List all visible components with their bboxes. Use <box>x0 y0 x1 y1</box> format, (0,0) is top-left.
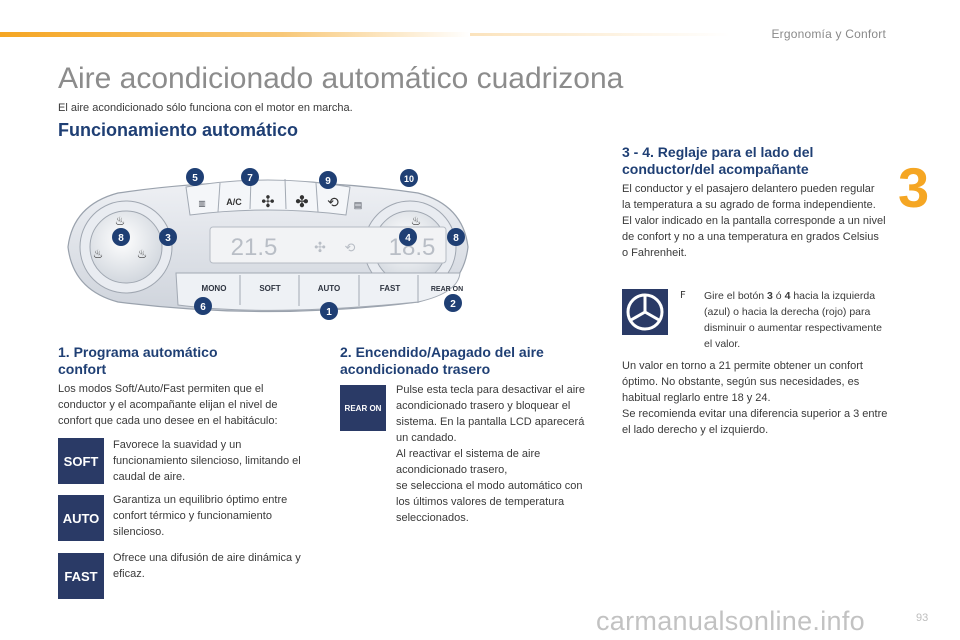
svg-text:♨: ♨ <box>137 247 148 261</box>
callout-5: 5 <box>186 168 204 186</box>
ac-button-label: A/C <box>226 197 242 207</box>
recirculation-icon: ⟲ <box>327 194 339 210</box>
svg-text:9: 9 <box>325 176 331 187</box>
svg-text:⟲: ⟲ <box>345 240 356 255</box>
climate-control-panel: ▥ A/C ✣ ✤ ⟲ ▤ ♨ ♨ ♨ ♨ ♨ ♨ 21.5 ✣ ⟲ 18.5 … <box>67 168 469 320</box>
svg-text:8: 8 <box>453 233 459 244</box>
auto-button-label: AUTO <box>318 284 341 293</box>
fast-key-icon: FAST <box>58 553 104 599</box>
temperature-knob-icon <box>622 289 668 335</box>
svg-text:✣: ✣ <box>314 239 326 255</box>
auto-key-icon: AUTO <box>58 495 104 541</box>
fast-description: Ofrece una difusión de aire dinámica y e… <box>113 552 301 580</box>
auto-description: Garantiza un equilibrio óptimo entre con… <box>113 494 288 538</box>
callout-7: 7 <box>241 168 259 186</box>
svg-text:10: 10 <box>404 174 414 184</box>
rear-defrost-icon: ▤ <box>354 200 363 210</box>
section-2-heading: 2. Encendido/Apagado del aire acondicion… <box>340 344 544 377</box>
bullet-text-b: hacia la izquierda (azul) o hacia la der… <box>704 290 882 350</box>
bullet-icon: F <box>680 290 686 301</box>
bottom-button-row: MONO SOFT AUTO FAST REAR ON <box>175 272 463 311</box>
mono-button-label: MONO <box>202 284 227 293</box>
svg-text:▥: ▥ <box>198 199 206 208</box>
bullet-text-mid: ó <box>772 290 785 302</box>
callout-8-left: 8 <box>112 228 130 246</box>
callout-8-right: 8 <box>447 228 465 246</box>
callout-3: 3 <box>159 228 177 246</box>
soft-button-label: SOFT <box>259 284 280 293</box>
callout-6: 6 <box>194 297 212 315</box>
svg-text:1: 1 <box>326 307 332 318</box>
page-title: Aire acondicionado automático cuadrizona <box>58 62 624 95</box>
lcd-display: 21.5 ✣ ⟲ 18.5 <box>209 226 447 264</box>
bullet-num-4: 4 <box>784 290 791 302</box>
svg-text:♨: ♨ <box>411 214 422 228</box>
svg-text:6: 6 <box>200 302 206 313</box>
watermark: carmanualsonline.info <box>596 606 865 636</box>
top-button-row: ▥ A/C ✣ ✤ ⟲ ▤ <box>185 178 363 216</box>
section-3-4-bullet: Gire el botón 3 ó 4 hacia la izquierda (… <box>704 288 889 352</box>
svg-text:2: 2 <box>450 299 456 310</box>
section-title: Funcionamiento automático <box>58 120 299 140</box>
fan-high-icon: ✤ <box>295 194 308 211</box>
svg-text:7: 7 <box>247 173 253 184</box>
page-number: 93 <box>916 612 929 624</box>
fan-low-icon: ✣ <box>261 194 274 211</box>
rear-on-button-label: REAR ON <box>431 286 463 293</box>
chapter-number: 3 <box>898 156 930 219</box>
section-3-4-heading: 3 - 4. Reglaje para el lado del conducto… <box>622 144 814 177</box>
display-left-value: 21.5 <box>231 234 278 261</box>
left-temperature-knob: ♨ ♨ ♨ <box>79 200 173 294</box>
callout-10: 10 <box>400 169 418 187</box>
section-1-intro: Los modos Soft/Auto/Fast permiten que el… <box>58 383 278 427</box>
svg-text:5: 5 <box>192 173 198 184</box>
callout-2: 2 <box>444 294 462 312</box>
section-label: Ergonomía y Confort <box>771 27 886 41</box>
bullet-text-a: Gire el botón <box>704 290 768 302</box>
page-subtitle: El aire acondicionado sólo funciona con … <box>58 102 353 114</box>
svg-text:4: 4 <box>405 233 411 244</box>
rear-on-key-icon: REAR ON <box>340 385 386 431</box>
soft-description: Favorece la suavidad y un funcionamiento… <box>113 439 301 483</box>
soft-key-icon: SOFT <box>58 438 104 484</box>
callout-4: 4 <box>399 228 417 246</box>
header-accent-fade <box>470 33 730 36</box>
section-2-text: Pulse esta tecla para desactivar el aire… <box>396 384 585 524</box>
section-1-heading: 1. Programa automático confort <box>58 344 218 377</box>
svg-text:8: 8 <box>118 233 124 244</box>
svg-text:♨: ♨ <box>93 247 104 261</box>
svg-text:♨: ♨ <box>115 214 126 228</box>
bullet-num-3: 3 <box>767 290 773 302</box>
fast-button-label: FAST <box>380 284 401 293</box>
section-3-4-text: El conductor y el pasajero delantero pue… <box>622 183 886 259</box>
header-accent-bar <box>0 32 470 37</box>
callout-9: 9 <box>319 171 337 189</box>
section-3-4-recommendation: Un valor en torno a 21 permite obtener u… <box>622 360 888 436</box>
callout-1: 1 <box>320 302 338 320</box>
svg-text:3: 3 <box>165 233 171 244</box>
